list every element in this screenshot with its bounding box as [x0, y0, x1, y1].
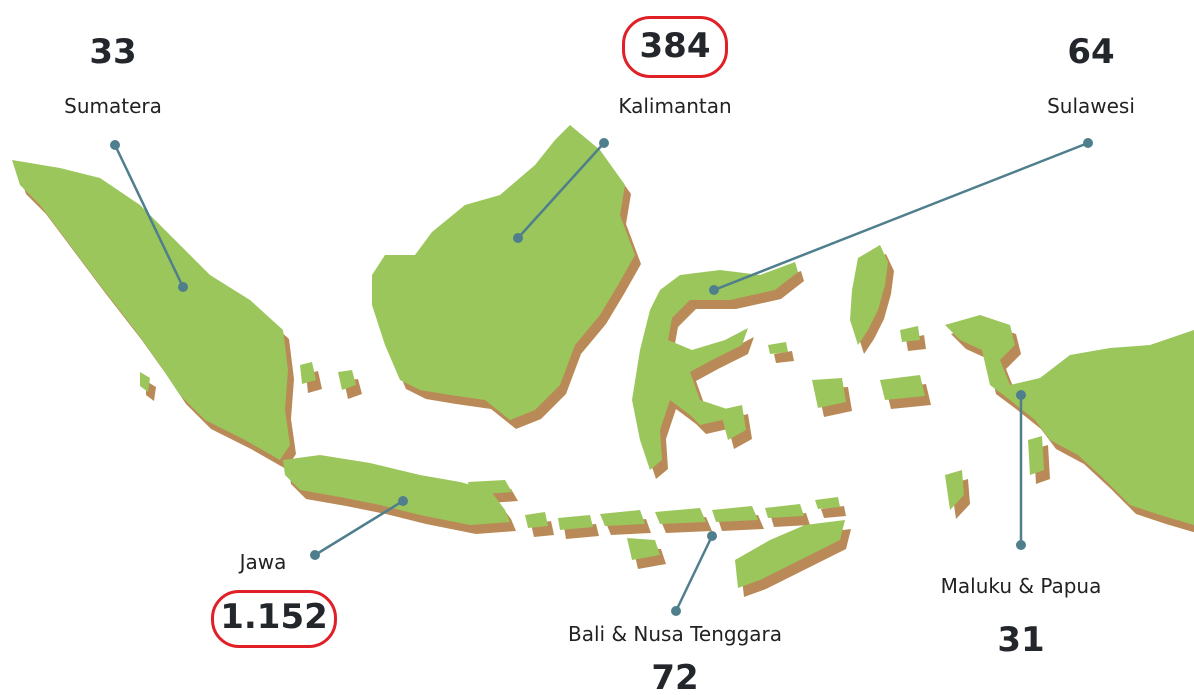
- dot-sulawesi-island: [709, 285, 719, 295]
- dot-jawa-label: [310, 550, 320, 560]
- dot-sulawesi-label: [1083, 138, 1093, 148]
- dot-bali-island: [707, 531, 717, 541]
- leader-line-bali: [674, 535, 714, 612]
- bali-value: 72: [651, 658, 699, 695]
- sumatera-value: 33: [89, 32, 137, 72]
- leader-line-sulawesi: [713, 141, 1089, 292]
- sulawesi-value: 64: [1067, 32, 1115, 72]
- jawa-label: Jawa: [239, 550, 287, 574]
- kalimantan-label: Kalimantan: [618, 94, 732, 118]
- dot-sumatera-label: [110, 140, 120, 150]
- maluku-value: 31: [997, 620, 1045, 660]
- dot-jawa-island: [398, 496, 408, 506]
- dot-kalimantan-island: [513, 233, 523, 243]
- kalimantan-value: 384: [639, 26, 711, 66]
- dot-sumatera-island: [178, 282, 188, 292]
- dot-maluku-island: [1016, 390, 1026, 400]
- bali-label: Bali & Nusa Tenggara: [568, 622, 782, 646]
- jawa-highlight-ring: [211, 590, 337, 648]
- dot-kalimantan-label: [599, 138, 609, 148]
- dot-bali-label: [671, 606, 681, 616]
- leader-lines: [113, 141, 1089, 612]
- sumatera-label: Sumatera: [64, 94, 162, 118]
- jawa-value: 1.152: [220, 597, 328, 637]
- dot-maluku-label: [1016, 540, 1026, 550]
- leader-line-jawa: [314, 499, 404, 557]
- maluku-label: Maluku & Papua: [940, 574, 1102, 598]
- leader-line-sumatera: [113, 144, 185, 288]
- leader-line-kalimantan: [517, 142, 605, 239]
- kalimantan-highlight-ring: [622, 16, 728, 78]
- sulawesi-label: Sulawesi: [1047, 94, 1135, 118]
- leader-dots: [110, 138, 1093, 616]
